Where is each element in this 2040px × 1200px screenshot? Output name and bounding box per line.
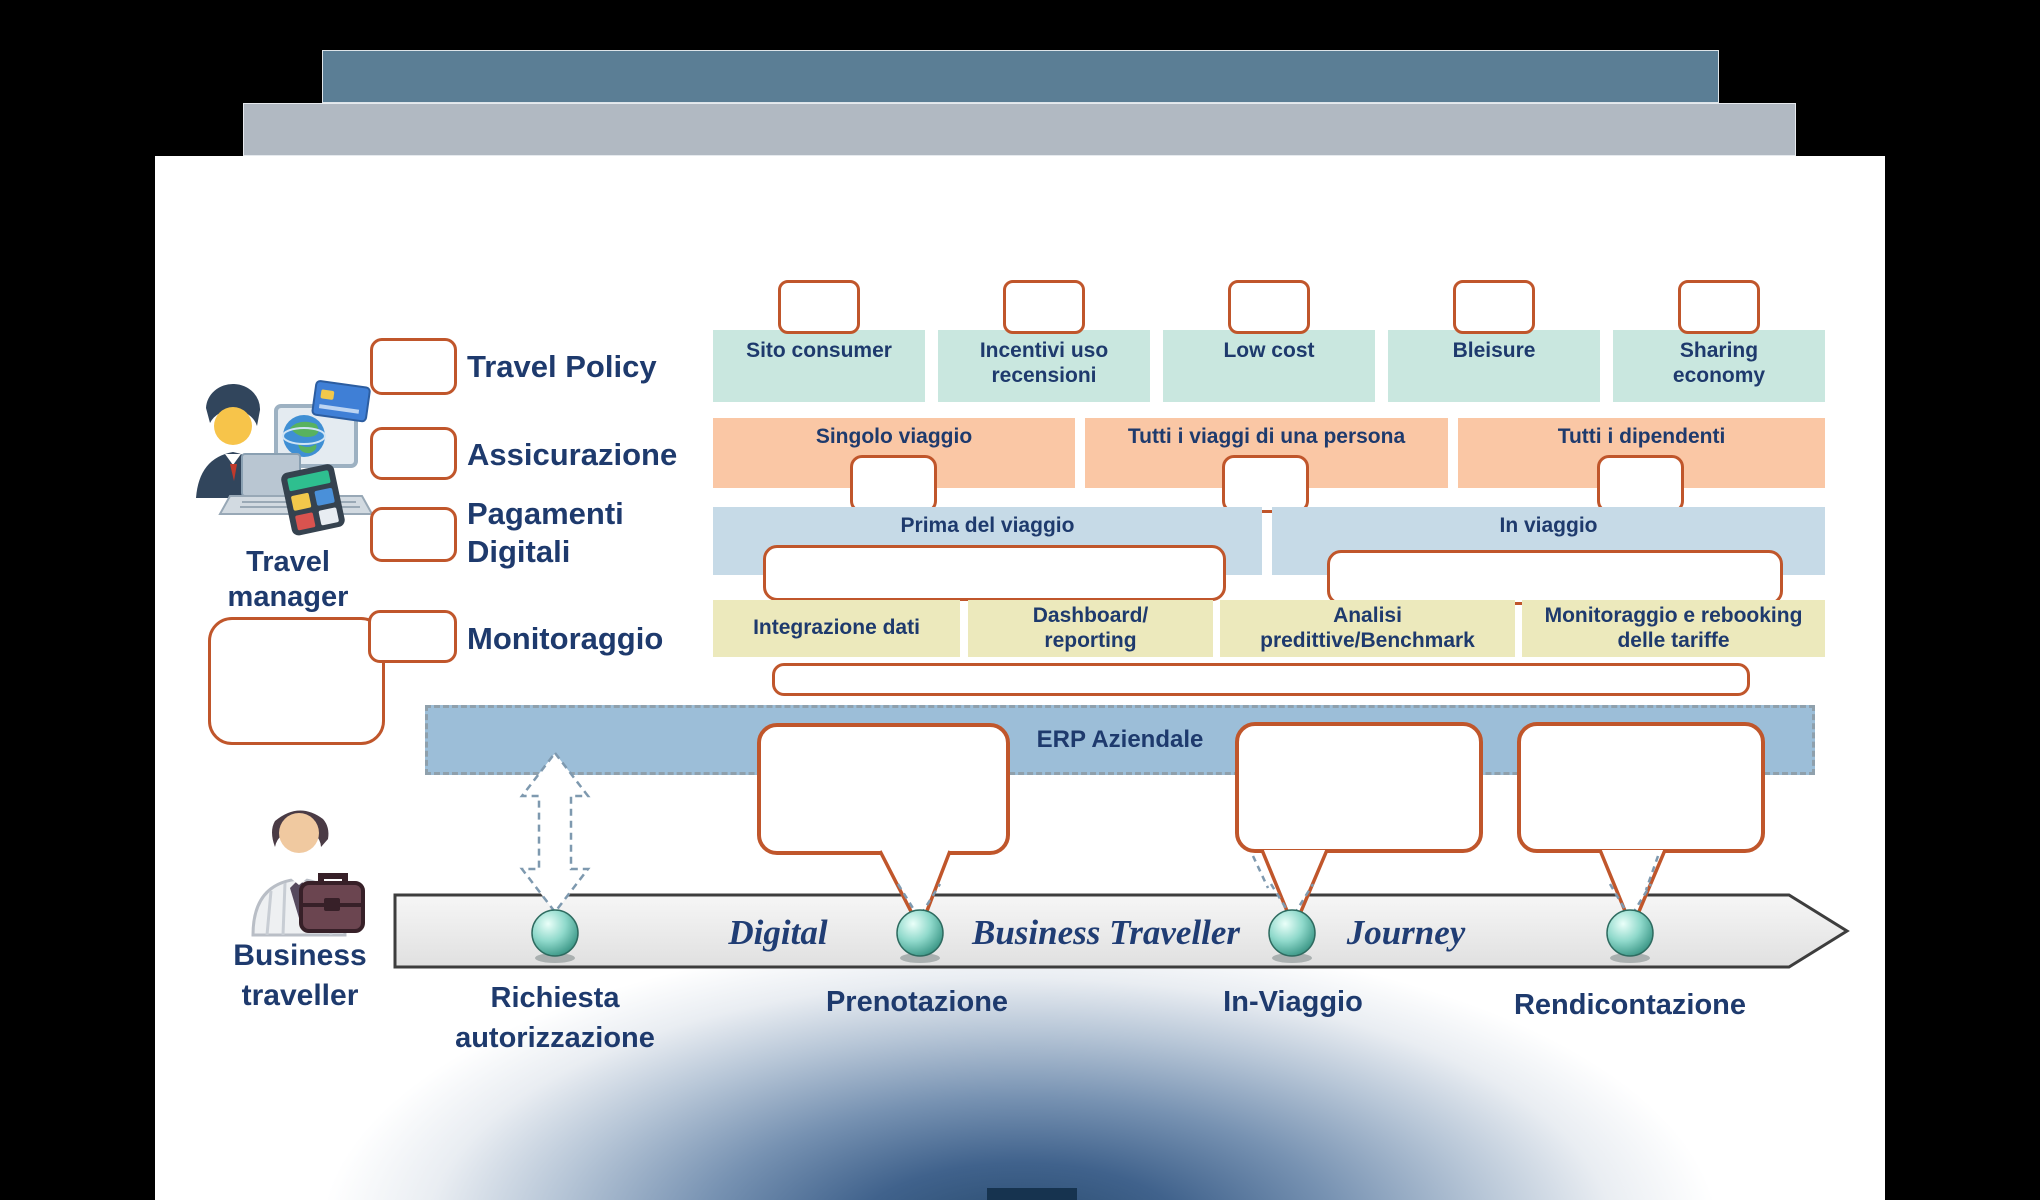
- trend-box-low-cost: Low cost: [1163, 330, 1375, 402]
- empty-callout-box: [370, 507, 457, 562]
- data-box-integrazione: Integrazione dati: [713, 600, 960, 657]
- empty-callout-box: [778, 280, 860, 334]
- step-label-in-viaggio: In-Viaggio: [1223, 986, 1363, 1018]
- business-traveller-label-line2: traveller: [241, 979, 359, 1012]
- top-slate-strip: [322, 50, 1719, 103]
- empty-wide-box: [763, 545, 1226, 601]
- side-item-assicurazione: Assicurazione: [467, 437, 678, 472]
- travel-manager-icon: [196, 380, 374, 536]
- scope-box-tutti-viaggi: Tutti i viaggi di una persona: [1085, 418, 1448, 488]
- side-item-pagamenti-digitali: Pagamenti Digitali: [467, 496, 624, 569]
- data-box-analisi: Analisi predittive/Benchmark: [1220, 600, 1515, 657]
- trend-label: Incentivi uso recensioni: [979, 339, 1109, 387]
- step-label-prenotazione: Prenotazione: [825, 986, 1009, 1018]
- scope-label: Tutti i dipendenti: [1557, 425, 1726, 448]
- empty-note-box: [208, 617, 385, 745]
- empty-wide-box: [772, 663, 1750, 696]
- empty-callout-box: [1453, 280, 1535, 334]
- empty-callout-box: [1228, 280, 1310, 334]
- empty-callout-box: [370, 427, 457, 480]
- journey-title-digital: Digital: [728, 913, 828, 952]
- business-traveller-icon: [251, 810, 365, 937]
- trend-label: Low cost: [1223, 339, 1315, 362]
- speech-bubble-in-viaggio: [1235, 722, 1483, 853]
- data-label: Monitoraggio e rebooking delle tariffe: [1544, 603, 1803, 652]
- speech-bubble-prenotazione: [757, 723, 1010, 855]
- speech-bubble-rendicontazione: [1517, 722, 1765, 853]
- trend-box-sharing-economy: Sharing economy: [1613, 330, 1825, 402]
- data-label: Integrazione dati: [753, 616, 920, 640]
- travel-manager-label: Travel manager: [168, 545, 408, 615]
- data-label: Analisi predittive/Benchmark: [1260, 603, 1475, 652]
- step-label-richiesta: Richiesta autorizzazione: [455, 982, 655, 1054]
- journey-title-journey: Journey: [1346, 913, 1466, 952]
- data-box-dashboard: Dashboard/ reporting: [968, 600, 1213, 657]
- business-traveller-label: Business traveller: [165, 936, 435, 1016]
- trend-label: Sharing economy: [1672, 339, 1766, 387]
- trend-box-sito-consumer: Sito consumer: [713, 330, 925, 402]
- trend-label: Sito consumer: [746, 339, 892, 362]
- data-label: Dashboard/ reporting: [1032, 603, 1149, 652]
- trend-box-incentivi: Incentivi uso recensioni: [938, 330, 1150, 402]
- travel-manager-label-line1: Travel: [246, 546, 330, 578]
- data-box-monitoraggio-rebooking: Monitoraggio e rebooking delle tariffe: [1522, 600, 1825, 657]
- scope-label: Singolo viaggio: [815, 425, 973, 448]
- empty-callout-box: [1678, 280, 1760, 334]
- empty-callout-box: [370, 338, 457, 395]
- top-gray-strip: [243, 103, 1796, 156]
- empty-callout-box: [368, 610, 457, 663]
- trend-box-bleisure: Bleisure: [1388, 330, 1600, 402]
- side-item-travel-policy: Travel Policy: [467, 349, 657, 384]
- empty-wide-box: [1327, 550, 1783, 605]
- step-label-rendicontazione: Rendicontazione: [1513, 989, 1746, 1021]
- trend-label: Bleisure: [1452, 339, 1536, 362]
- side-item-monitoraggio: Monitoraggio: [467, 621, 664, 656]
- empty-callout-box: [1003, 280, 1085, 334]
- empty-callout-box: [850, 455, 937, 513]
- journey-title-business-traveller: Business Traveller: [971, 913, 1241, 952]
- scope-label: Tutti i viaggi di una persona: [1127, 425, 1406, 448]
- travel-manager-label-line2: manager: [227, 581, 349, 613]
- bottom-notch: [987, 1188, 1077, 1200]
- empty-callout-box: [1222, 455, 1309, 513]
- phase-label: In viaggio: [1499, 514, 1598, 537]
- erp-label: ERP Aziendale: [1036, 726, 1204, 753]
- phase-label: Prima del viaggio: [900, 514, 1075, 537]
- business-traveller-label-line1: Business: [233, 939, 367, 972]
- empty-callout-box: [1597, 455, 1684, 513]
